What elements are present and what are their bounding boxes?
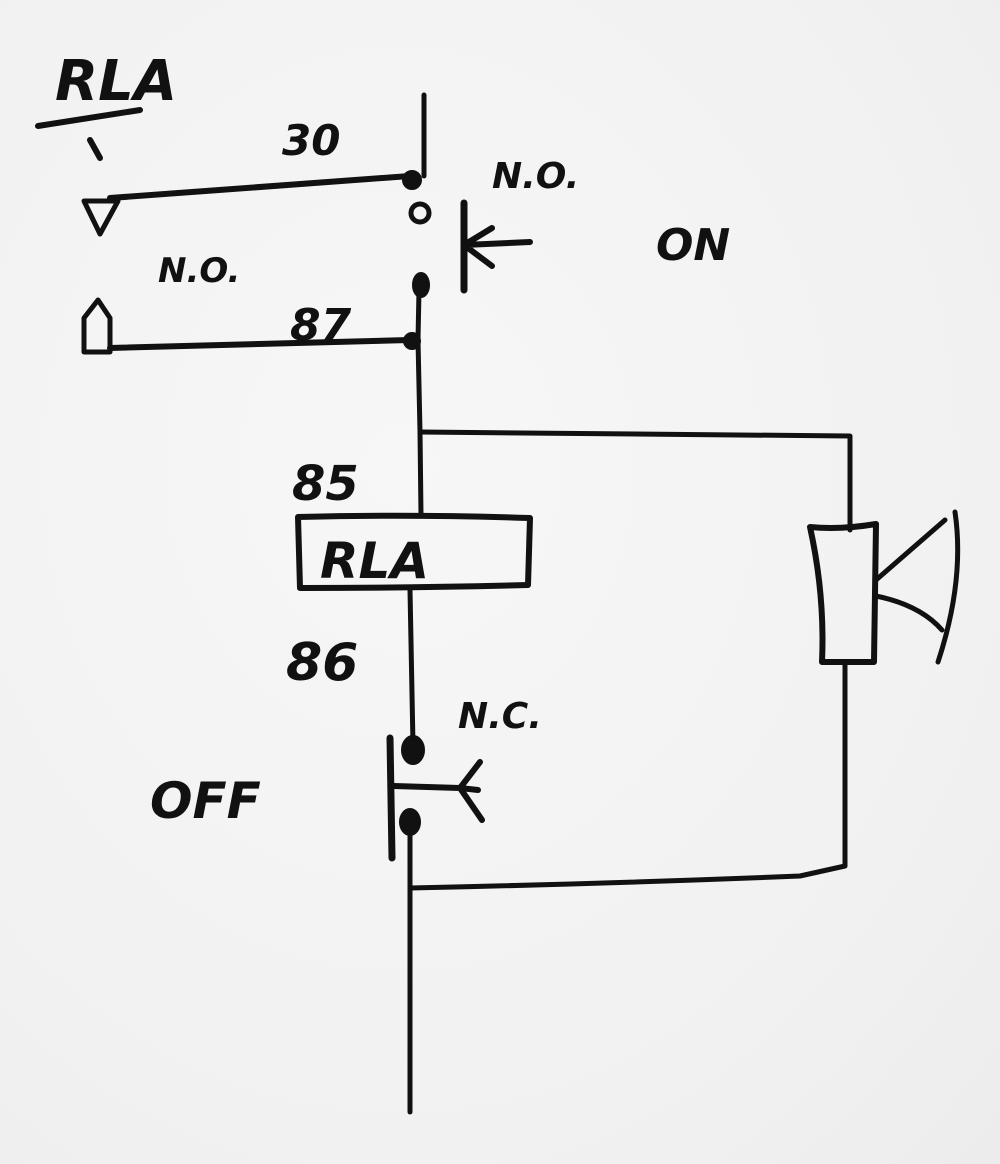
pin-85-label: 85 — [292, 456, 359, 512]
relay-coil-label: RLA — [320, 532, 429, 590]
wire-to-coil — [415, 337, 424, 518]
off-switch-push-arrow-icon — [391, 759, 485, 823]
relay-reference-sub: 1 — [88, 159, 89, 161]
relay-contact-30: 30 — [81, 116, 413, 237]
speaker-cone — [873, 517, 948, 633]
speaker-mouth — [935, 509, 961, 665]
on-switch-contact-a — [408, 201, 432, 225]
relay-contact-type-label: N.O. — [158, 251, 240, 291]
pin-30-label: 30 — [282, 116, 340, 165]
wire-pin30 — [107, 173, 413, 201]
on-switch[interactable]: N.O. ON — [402, 156, 730, 298]
speaker-icon — [807, 521, 879, 665]
wire-coil-to-off — [407, 587, 416, 748]
triangle-down-terminal-icon — [81, 198, 121, 237]
relay-contact-87: 87 — [81, 297, 413, 355]
off-switch-type-label: N.C. — [458, 696, 542, 737]
pin-86-label: 86 — [286, 633, 358, 693]
on-switch-push-arrow-icon — [461, 225, 533, 269]
off-switch-label: OFF — [150, 772, 261, 830]
off-switch-actuator-bar — [386, 734, 396, 862]
wire-pin87 — [107, 337, 413, 351]
on-switch-label: ON — [656, 220, 730, 271]
off-switch[interactable]: N.C. OFF — [150, 696, 542, 862]
pentagon-up-terminal-icon — [81, 297, 113, 355]
off-switch-contact-top — [401, 735, 425, 765]
relay-reference-name: RLA — [55, 49, 177, 114]
on-switch-terminal-top — [402, 170, 422, 190]
wire-switch-to-87 — [415, 287, 422, 343]
relay-reference-underline — [35, 107, 143, 129]
wire-horn-return — [407, 659, 848, 891]
relay-coil: RLA 85 86 — [286, 456, 533, 693]
horn — [807, 509, 961, 665]
on-switch-type-label: N.O. — [492, 156, 579, 197]
relay-reference-sub-mark — [87, 137, 103, 161]
wire-to-horn — [417, 429, 853, 533]
relay-coil-box — [295, 512, 533, 591]
pin-87-label: 87 — [290, 300, 352, 351]
relay-reference: RLA 1 — [35, 49, 177, 161]
